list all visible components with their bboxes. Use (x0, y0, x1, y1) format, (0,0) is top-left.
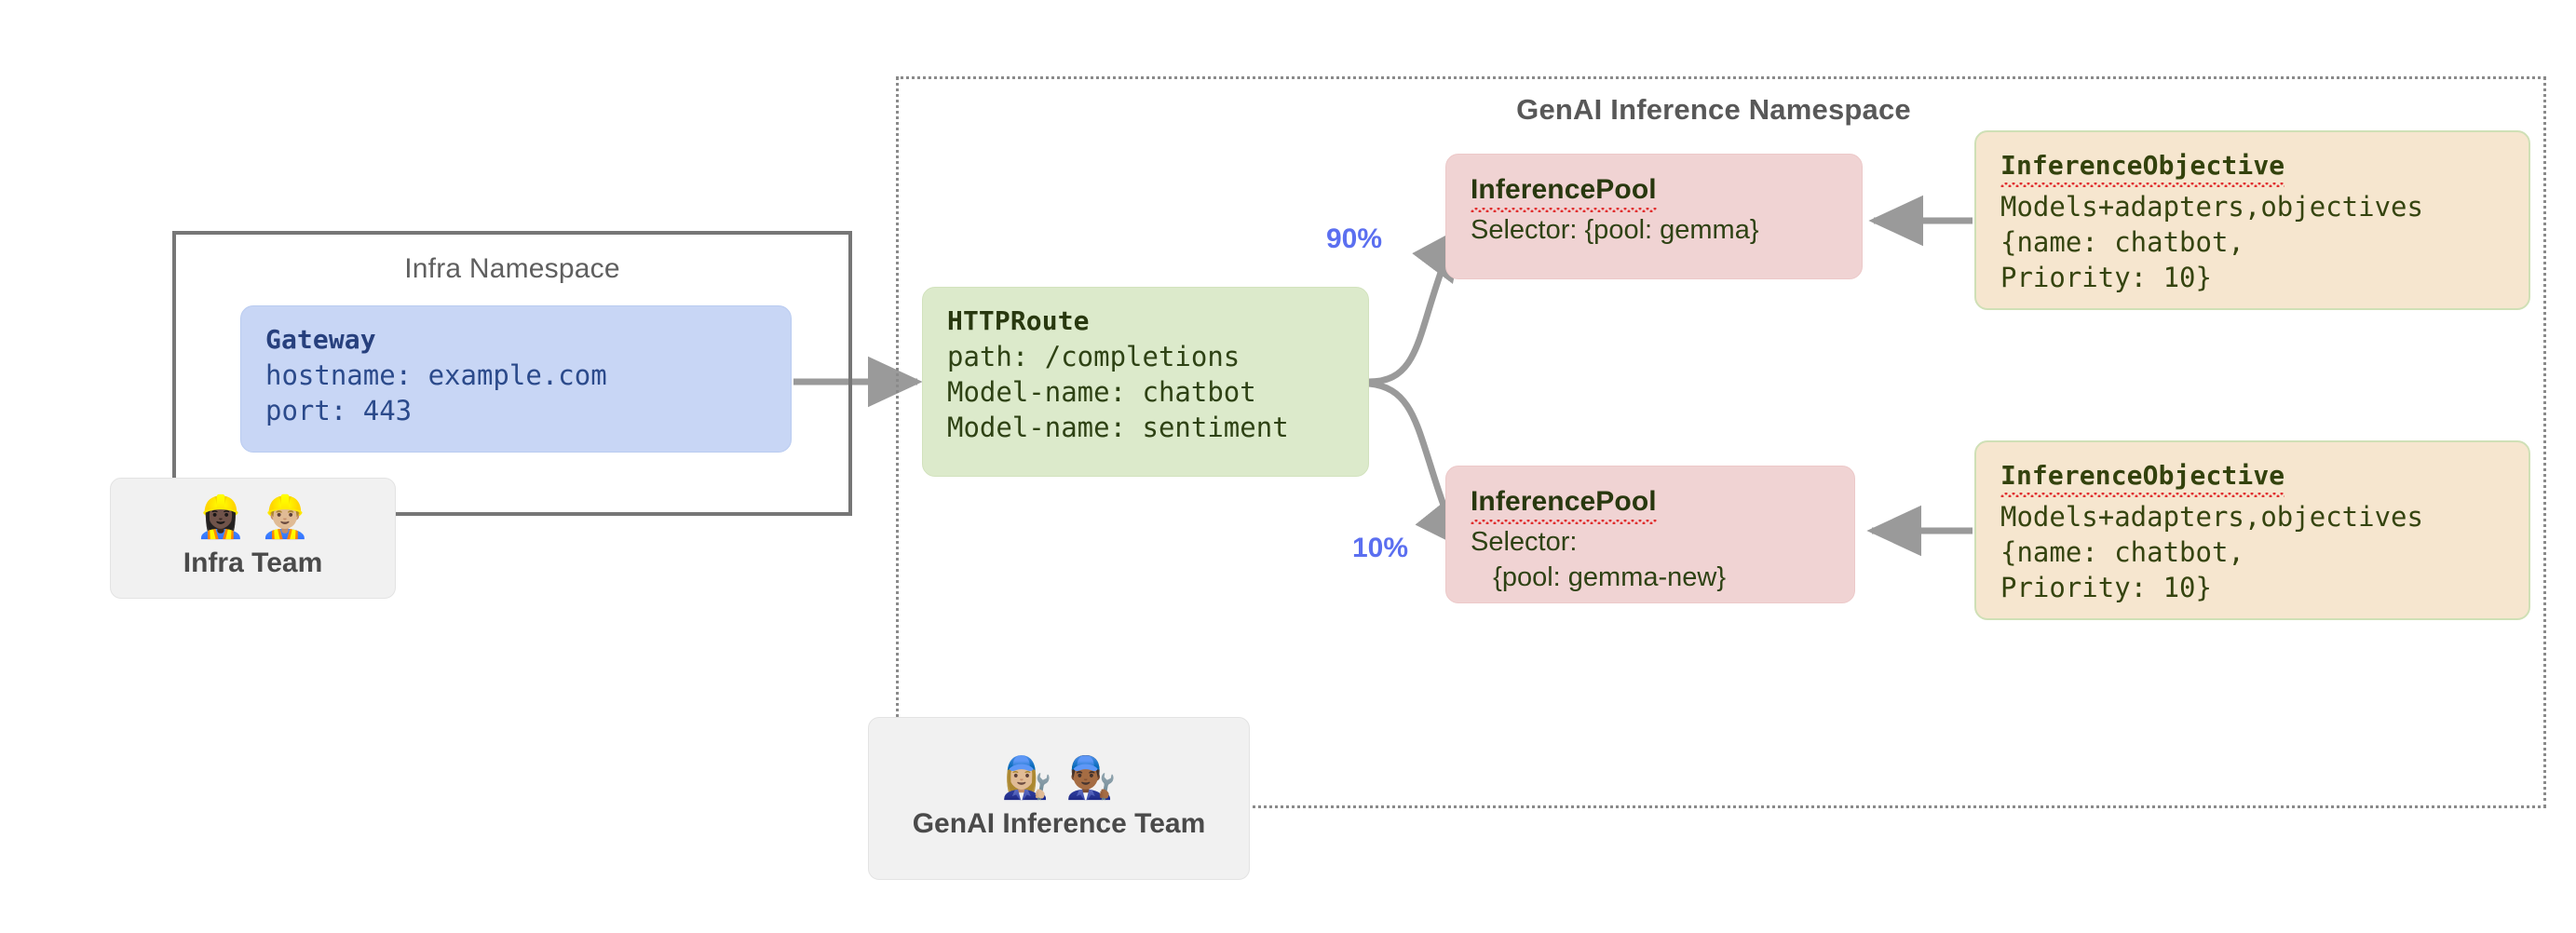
infra-team-avatars: 👷🏿‍♀️👷🏼‍♂️ (195, 494, 324, 540)
genai-inference-team-box[interactable]: 👩🏼‍🔧👨🏾‍🔧 GenAI Inference Team (868, 717, 1250, 880)
inferenceobjective-bottom-card[interactable]: InferenceObjective Models+adapters,objec… (1974, 440, 2530, 620)
inferenceobjective-bottom-name-line: {name: chatbot, (2000, 536, 2244, 569)
genai-inference-namespace-title: GenAI Inference Namespace (1516, 93, 1911, 126)
httproute-model-chatbot-line: Model-name: chatbot (947, 376, 1256, 409)
inferencepool-gemma-new-card[interactable]: InferencePool Selector: {pool: gemma-new… (1445, 466, 1855, 603)
inferencepool-gemma-title: InferencePool (1471, 171, 1657, 212)
weight-label-10: 10% (1352, 533, 1409, 563)
inferencepool-gemma-card[interactable]: InferencePool Selector: {pool: gemma} (1445, 154, 1863, 279)
infra-namespace-title: Infra Namespace (404, 253, 620, 284)
gateway-title: Gateway (265, 324, 376, 355)
inferencepool-gemma-selector-line: Selector: {pool: gemma} (1471, 215, 1759, 245)
genai-inference-team-avatars: 👩🏼‍🔧👨🏾‍🔧 (1001, 754, 1130, 801)
gateway-card[interactable]: Gateway hostname: example.com port: 443 (240, 305, 792, 453)
inferenceobjective-bottom-title: InferenceObjective (2000, 459, 2285, 498)
infra-namespace-frame (172, 231, 852, 516)
gateway-port-line: port: 443 (265, 395, 413, 427)
genai-inference-namespace-frame (896, 76, 2546, 808)
inferenceobjective-top-title: InferenceObjective (2000, 149, 2285, 188)
httproute-path-line: path: /completions (947, 341, 1241, 373)
httproute-card[interactable]: HTTPRoute path: /completions Model-name:… (922, 287, 1369, 477)
inferenceobjective-bottom-models-line: Models+adapters,objectives (2000, 501, 2423, 534)
infra-team-label: Infra Team (183, 548, 323, 578)
inferencepool-gemma-new-selector-value-line: {pool: gemma-new} (1471, 561, 1727, 592)
inferencepool-gemma-new-title: InferencePool (1471, 483, 1657, 524)
genai-inference-team-label: GenAI Inference Team (912, 807, 1206, 839)
inferenceobjective-top-models-line: Models+adapters,objectives (2000, 191, 2423, 223)
gateway-hostname-line: hostname: example.com (265, 359, 607, 392)
inferenceobjective-top-card[interactable]: InferenceObjective Models+adapters,objec… (1974, 130, 2530, 310)
weight-label-90: 90% (1326, 223, 1383, 254)
httproute-model-sentiment-line: Model-name: sentiment (947, 411, 1289, 443)
inferenceobjective-bottom-priority-line: Priority: 10} (2000, 571, 2212, 603)
inferenceobjective-top-name-line: {name: chatbot, (2000, 226, 2244, 259)
inferenceobjective-top-priority-line: Priority: 10} (2000, 261, 2212, 293)
inferencepool-gemma-new-selector-line: Selector: (1471, 527, 1578, 557)
httproute-title: HTTPRoute (947, 305, 1090, 336)
infra-team-box[interactable]: 👷🏿‍♀️👷🏼‍♂️ Infra Team (110, 478, 396, 599)
